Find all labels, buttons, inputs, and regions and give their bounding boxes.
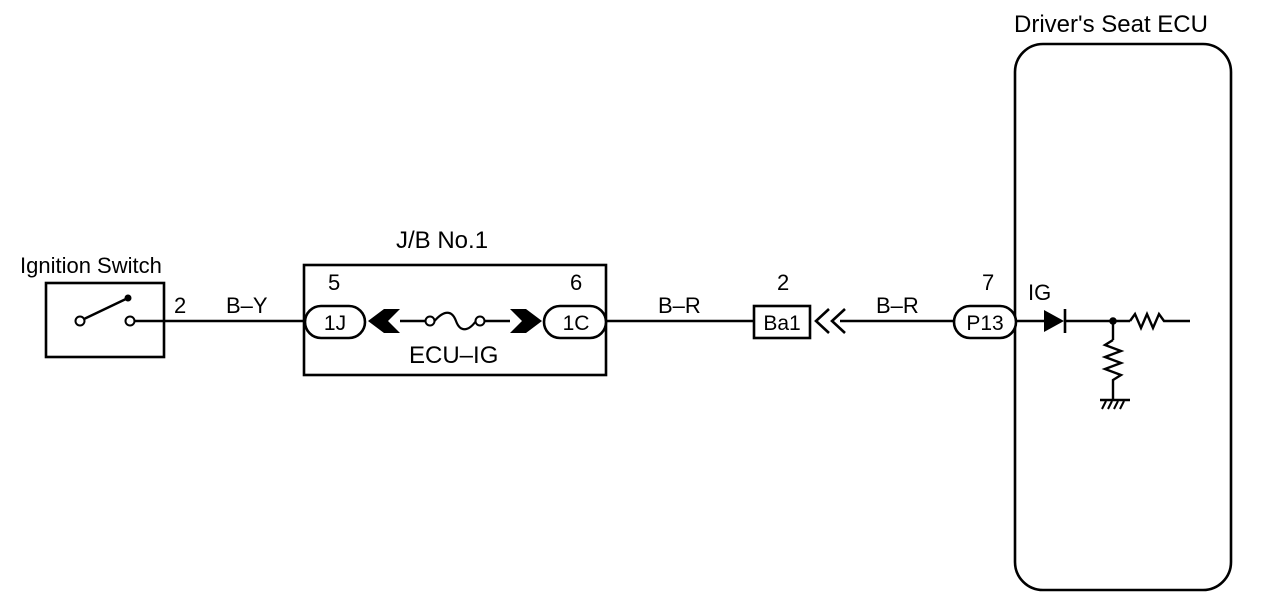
chevron-right-icon (510, 309, 542, 333)
fuse-icon (400, 311, 510, 331)
pulldown-resistor-icon (1101, 338, 1125, 399)
ignition-switch-pin: 2 (174, 293, 186, 318)
jb-left-connector (303, 304, 367, 340)
ecu-label: Driver's Seat ECU (1014, 11, 1208, 38)
jb-right-connector-id: 1C (563, 312, 590, 335)
jb-right-connector-pin: 6 (570, 270, 582, 295)
chevron-left-icon (368, 309, 400, 333)
jb-left-connector-id: 1J (324, 312, 346, 335)
diode-icon (1044, 309, 1067, 333)
double-chevron-icon (814, 308, 846, 334)
ignition-switch-label: Ignition Switch (20, 253, 162, 278)
fuse-label: ECU–IG (409, 342, 498, 369)
wire-b-y-label: B–Y (226, 293, 268, 318)
series-resistor-icon (1129, 310, 1190, 332)
ground-icon (1100, 398, 1130, 410)
junction-block-label: J/B No.1 (396, 227, 488, 254)
inline-connector (752, 304, 812, 340)
jb-left-connector-pin: 5 (328, 270, 340, 295)
ecu-connector-id: P13 (966, 312, 1003, 335)
ecu-terminal-label: IG (1028, 280, 1051, 305)
inline-connector-id: Ba1 (763, 312, 800, 335)
wire-b-r-2-label: B–R (876, 293, 919, 318)
wire-b-r-1-label: B–R (658, 293, 701, 318)
inline-connector-pin: 2 (777, 270, 789, 295)
ecu-connector-pin: 7 (982, 270, 994, 295)
